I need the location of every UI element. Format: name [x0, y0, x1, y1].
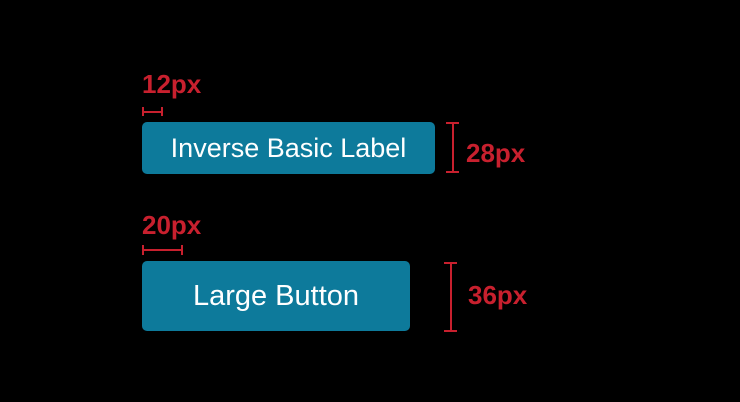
padding-measure-label-inverse-basic: 12px: [142, 69, 202, 99]
bracket-cap-bottom: [444, 330, 457, 332]
height-measure-bracket-inverse-basic: [446, 122, 459, 173]
height-measure-label-large-button: 36px: [468, 280, 528, 310]
bracket-line: [449, 262, 452, 332]
height-measure-label-inverse-basic: 28px: [466, 138, 526, 168]
padding-measure-label-large-button: 20px: [142, 210, 202, 240]
bracket-cap-bottom: [446, 171, 459, 173]
inverse-basic-label-button[interactable]: Inverse Basic Label: [142, 122, 435, 174]
bracket-tick-right: [161, 107, 163, 116]
large-button[interactable]: Large Button: [142, 261, 410, 331]
padding-measure-bracket-inverse-basic: [142, 107, 163, 116]
padding-measure-bracket-large-button: [142, 245, 183, 255]
bracket-line: [142, 249, 183, 251]
bracket-line: [142, 110, 163, 113]
height-measure-bracket-large-button: [444, 262, 457, 332]
bracket-tick-right: [181, 245, 183, 255]
bracket-line: [451, 122, 454, 173]
